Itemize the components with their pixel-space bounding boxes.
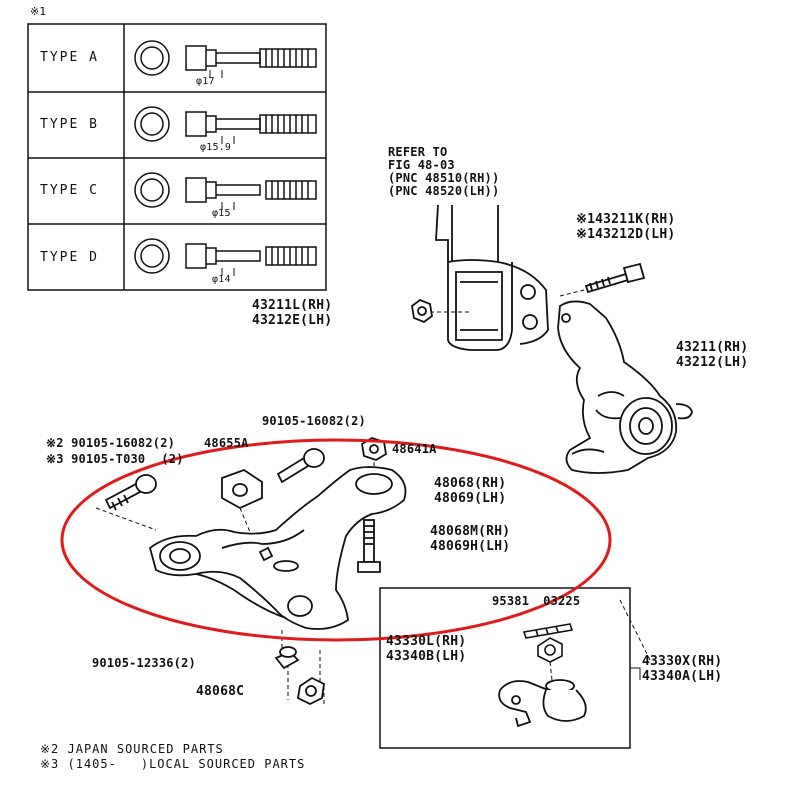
top-bolt-lh: ※143212D(LH): [576, 227, 676, 242]
top-bolt-rh: ※143211K(RH): [576, 212, 676, 227]
arm-rh: 48068(RH): [434, 476, 507, 491]
bj-nut-lh: 43340B(LH): [386, 649, 467, 664]
bj-nut-rh: 43330L(RH): [386, 634, 467, 649]
footnote-local-a: ※3 (1405-: [40, 757, 117, 771]
footnote-japan: ※2 JAPAN SOURCED PARTS: [40, 742, 224, 756]
ball-joint: [498, 679, 587, 728]
label-top-bolt: ※143211K(RH) ※143212D(LH): [576, 212, 675, 242]
label-arm-bolt: 48068M(RH) 48069H(LH): [430, 524, 510, 554]
strut-nut: [411, 298, 433, 324]
type-a-bolt-icon: [134, 40, 317, 78]
pin-label-a: 95381: [492, 594, 530, 608]
highlight-ellipse: [60, 438, 612, 642]
type-d-bolt-icon: [134, 238, 317, 276]
type-d-label: TYPE D: [40, 250, 99, 265]
pin-label: 95381 03225: [492, 594, 580, 609]
label-arm: 48068(RH) 48069(LH): [434, 476, 506, 506]
knuckle-bolt-top: [584, 262, 646, 294]
footnote-local: ※3 (1405- )LOCAL SOURCED PARTS: [40, 757, 305, 771]
type-d-diameter: φ14: [212, 274, 231, 285]
label-knuckle: 43211(RH) 43212(LH): [676, 340, 748, 370]
ball-joint-nut: [537, 637, 563, 663]
strut-nut-rh: 43211L(RH): [252, 298, 333, 313]
type-b-label: TYPE B: [40, 117, 99, 132]
type-a-diameter: φ17: [196, 76, 215, 87]
ball-joint-lh: 43340A(LH): [642, 669, 723, 684]
label-strut-nut: 43211L(RH) 43212E(LH): [252, 298, 332, 328]
bottom-bolt-label: 90105-12336(2): [92, 656, 196, 670]
ball-joint-box: [379, 587, 631, 749]
left-bolt-jp: ※2 90105-16082(2): [46, 436, 176, 450]
left-bolt: [104, 474, 157, 511]
bottom-bolt: [274, 646, 300, 670]
top-nut: [361, 437, 387, 461]
ball-joint-rh: 43330X(RH): [642, 654, 723, 669]
cotter-pin: [522, 623, 574, 639]
center-bolt: [276, 448, 325, 484]
left-bolt-local-qty: (2): [161, 452, 184, 466]
lower-control-arm: [148, 466, 407, 630]
footnote-local-b: )LOCAL SOURCED PARTS: [140, 757, 306, 771]
knuckle-rh: 43211(RH): [676, 340, 749, 355]
bj-dashed: [549, 661, 553, 681]
bottom-nut: [297, 676, 325, 706]
refer-block: REFER TO FIG 48-03 (PNC 48510(RH)) (PNC …: [388, 146, 499, 198]
knuckle-lh: 43212(LH): [676, 355, 749, 370]
ball-joint-leader: [619, 599, 651, 661]
type-b-diameter: φ15.9: [200, 142, 232, 153]
bushing-label: 48655A: [204, 436, 249, 450]
left-bolt-local: ※3 90105-T030 (2): [46, 452, 184, 467]
type-c-label: TYPE C: [40, 183, 99, 198]
arm-bolt: [357, 519, 381, 573]
arm-bolt-lh: 48069H(LH): [430, 539, 511, 554]
label-bj-nut: 43330L(RH) 43340B(LH): [386, 634, 466, 664]
label-ball-joint: 43330X(RH) 43340A(LH): [642, 654, 722, 684]
arm-lh: 48069(LH): [434, 491, 507, 506]
arm-bolt-rh: 48068M(RH): [430, 524, 511, 539]
refer-line-3: (PNC 48510(RH)): [388, 171, 500, 185]
refer-line-2: FIG 48-03: [388, 158, 455, 172]
type-c-diameter: φ15: [212, 208, 231, 219]
top-nut-label: 48641A: [392, 442, 437, 456]
inset-mark: ※1: [30, 5, 47, 18]
bottom-part-label: 48068C: [196, 684, 245, 699]
steering-knuckle: [557, 300, 693, 474]
center-bolt-label: 90105-16082(2): [262, 414, 366, 428]
pin-label-b: 03225: [543, 594, 581, 608]
top-bolt-leader: [559, 289, 585, 297]
refer-line-4: (PNC 48520(LH)): [388, 184, 500, 198]
strut-assembly: [435, 204, 549, 351]
type-table: [27, 23, 327, 291]
bushing-bracket: [221, 468, 263, 510]
type-b-bolt-icon: [134, 106, 317, 144]
box-leader: [630, 667, 641, 680]
refer-line-1: REFER TO: [388, 145, 448, 159]
left-bolt-local-number: ※3 90105-T030: [46, 452, 146, 466]
strut-nut-lh: 43212E(LH): [252, 313, 333, 328]
type-c-bolt-icon: [134, 172, 317, 210]
type-a-label: TYPE A: [40, 50, 99, 65]
